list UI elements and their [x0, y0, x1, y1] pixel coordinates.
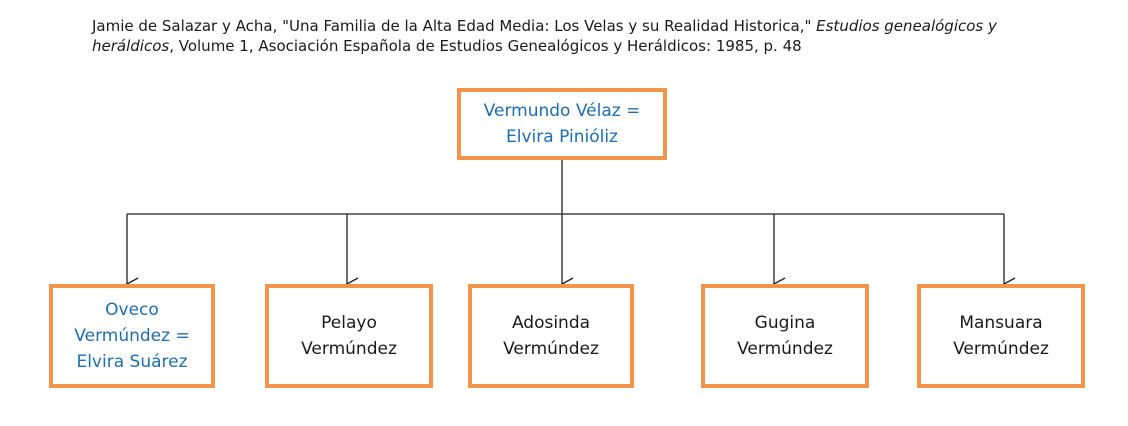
- child-mansuara-line-2: Vermúndez: [953, 339, 1049, 359]
- child-adosinda-line-2: Vermúndez: [503, 339, 599, 359]
- source-citation: Jamie de Salazar y Acha, "Una Familia de…: [92, 16, 1082, 56]
- child-oveco-line-1: Oveco: [105, 300, 159, 320]
- child-box-pelayo: Pelayo Vermúndez: [265, 284, 433, 388]
- citation-journal-part-1: Estudios genealógicos y: [816, 17, 997, 35]
- child-gugina-line-2: Vermúndez: [737, 339, 833, 359]
- root-name-line-1: Vermundo Vélaz =: [483, 101, 641, 121]
- citation-author-title: Jamie de Salazar y Acha, "Una Familia de…: [92, 17, 817, 35]
- child-gugina-line-1: Gugina: [754, 313, 816, 333]
- citation-line-2: heráldicos, Volume 1, Asociación Español…: [92, 36, 1082, 56]
- child-box-gugina: Gugina Vermúndez: [701, 284, 869, 388]
- child-mansuara-line-1: Mansuara: [959, 313, 1043, 333]
- child-oveco-line-2: Vermúndez =: [74, 326, 190, 346]
- child-box-adosinda: Adosinda Vermúndez: [468, 284, 634, 388]
- citation-line-1: Jamie de Salazar y Acha, "Una Familia de…: [92, 16, 1082, 36]
- child-adosinda-line-1: Adosinda: [511, 313, 591, 333]
- citation-publication-details: , Volume 1, Asociación Española de Estud…: [169, 37, 802, 55]
- child-pelayo-line-2: Vermúndez: [301, 339, 397, 359]
- child-box-mansuara: Mansuara Vermúndez: [917, 284, 1085, 388]
- root-name-line-2: Elvira Pinióliz: [506, 127, 618, 147]
- child-oveco-line-3: Elvira Suárez: [76, 352, 188, 372]
- child-pelayo-line-1: Pelayo: [321, 313, 377, 333]
- child-box-oveco: Oveco Vermúndez = Elvira Suárez: [49, 284, 215, 388]
- root-couple-box: Vermundo Vélaz = Elvira Pinióliz: [457, 88, 667, 160]
- citation-journal-part-2: heráldicos: [92, 37, 170, 55]
